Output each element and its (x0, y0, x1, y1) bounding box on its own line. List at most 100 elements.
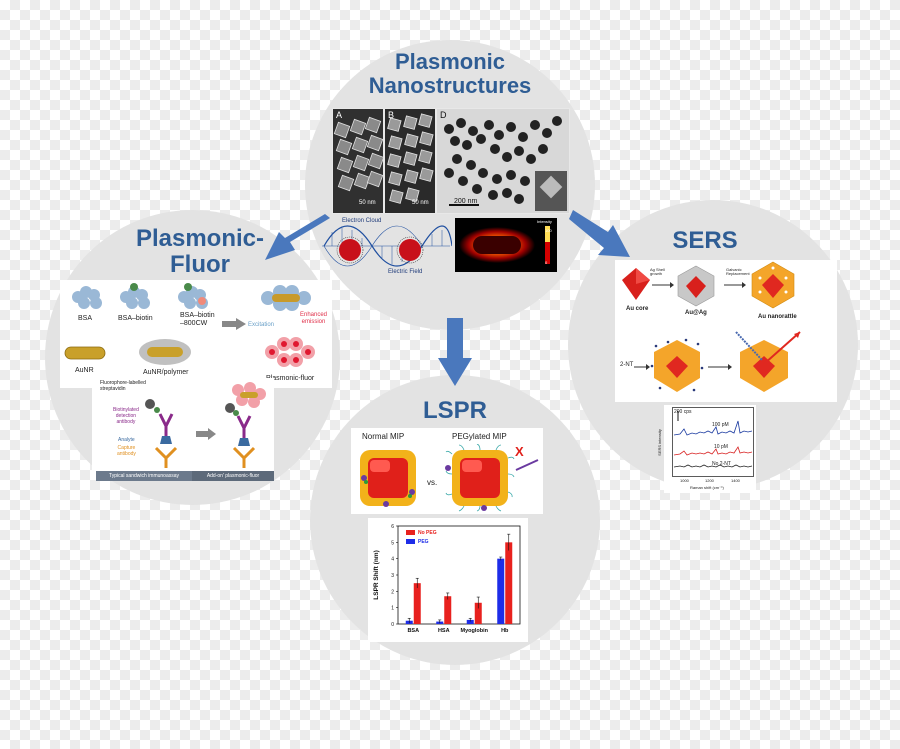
tem-label-d: D (440, 110, 447, 120)
rattle-with-laser-icon (735, 331, 801, 392)
electron-cloud-label: Electron Cloud (342, 218, 382, 224)
label-2nt: 2-NT (620, 362, 634, 368)
bar-no-peg-hsa (444, 596, 452, 624)
sers-xtick-1400: 1400 (731, 478, 740, 483)
y-tick-label: 3 (391, 573, 394, 579)
bar-no-peg-myoglobin (474, 602, 482, 624)
field-intensity-map (455, 218, 557, 272)
plasmonic-fluor-top-icon (261, 285, 311, 311)
addon-immunoassay-icon (225, 382, 266, 468)
x-tick-label: HSA (438, 628, 450, 634)
tem-image-b (385, 109, 435, 213)
arrow-to-left (265, 214, 330, 260)
tem-scale-b: 50 nm (412, 200, 429, 206)
bsa-biotin-800cw-molecule-icon (178, 283, 208, 309)
x-tick-label: Myoglobin (461, 628, 489, 634)
label-bsa-biotin: BSA–biotin (118, 315, 153, 322)
x-tick-label: Hb (501, 628, 509, 634)
label-capture: Capture antibody (117, 445, 136, 457)
label-au-core: Au core (626, 306, 649, 312)
sers-xtick-1000: 1000 (680, 478, 689, 483)
y-tick-label: 4 (391, 557, 394, 563)
arrow-shell-to-rattle-icon (724, 282, 746, 288)
label-galvanic: Galvanic Replacement (726, 267, 750, 277)
sers-spectrum-plot (672, 407, 754, 477)
intensity-min: 0 (545, 260, 548, 265)
title-left-line2: Fluor (170, 251, 230, 279)
y-tick-label: 2 (391, 589, 394, 595)
legend-swatch-peg (406, 539, 415, 544)
label-bsa-biotin-800cw: BSA–biotin –800CW (180, 312, 215, 327)
tem-image-d (437, 109, 569, 213)
au-core-icon (622, 268, 650, 300)
tem-scale-a: 50 nm (359, 200, 376, 206)
title-plasmonic-fluor: Plasmonic- Fluor (110, 225, 290, 279)
label-aunr: AuNR (75, 367, 94, 374)
rattle-with-2nt-icon (650, 338, 704, 392)
sers-xtick-1200: 1200 (705, 478, 714, 483)
bar-no-peg-bsa (413, 583, 421, 624)
tem-scale-d: 200 nm (454, 198, 478, 205)
au-nanorattle-icon (751, 261, 795, 309)
label-au-nanorattle: Au nanorattle (758, 314, 797, 320)
label-au-ag: Au@Ag (685, 310, 707, 316)
label-pegylated-mip: PEGylated MIP (452, 432, 507, 441)
y-tick-label: 5 (391, 540, 394, 546)
tem-label-a: A (336, 110, 343, 120)
excitation-arrow-icon (222, 318, 246, 330)
pegylated-mip-particle-icon (445, 444, 515, 512)
label-plasmonic-fluor: Plasmonic-fluor (266, 375, 315, 382)
sandwich-immunoassay-icon (145, 399, 178, 468)
label-enhanced-emission: Enhanced emission (300, 312, 328, 325)
bsa-biotin-molecule-icon (120, 283, 150, 309)
bsa-molecule-icon (72, 286, 102, 309)
bar-peg-myoglobin (466, 619, 474, 624)
label-fluorophore: Fluorophore-labelled streptavidin (100, 380, 146, 392)
electron-cloud-illustration (322, 225, 452, 267)
arrow-to-bottom (438, 318, 472, 386)
label-typical-sandwich: Typical sandwich immunoassay (96, 471, 192, 481)
arrow-to-right (569, 210, 630, 257)
title-lspr: LSPR (422, 397, 487, 424)
label-normal-mip: Normal MIP (362, 432, 405, 441)
arrow-gray-icon (196, 428, 216, 440)
normal-mip-particle-icon (360, 450, 416, 507)
y-axis-label: LSPR Shift (nm) (373, 550, 380, 599)
label-biotinylated: Biotinylated detection antibody (113, 407, 139, 425)
label-ag-shell: Ag Shell growth (650, 267, 665, 277)
rejected-protein-icon (515, 459, 539, 471)
sers-panel (615, 260, 837, 402)
label-analyte: Analyte (118, 437, 135, 443)
x-tick-label: BSA (407, 628, 419, 634)
label-excitation: Excitation (248, 322, 275, 328)
label-bsa: BSA (78, 315, 93, 322)
label-aunr-polymer: AuNR/polymer (143, 369, 189, 376)
plasmonic-fluor-emission-icon (265, 337, 315, 367)
label-100pm: 100 pM (712, 422, 729, 428)
aunr-polymer-icon (139, 339, 191, 365)
aunr-icon (64, 346, 106, 360)
y-tick-label: 6 (391, 524, 394, 530)
tem-label-b: B (388, 110, 395, 120)
legend-label: No PEG (418, 530, 437, 536)
intensity-label: Intensity (537, 219, 552, 224)
arrow-rattle-to-laser-icon (708, 364, 732, 370)
bar-peg-hb (497, 558, 505, 624)
electric-field-label: Electric Field (388, 269, 423, 275)
title-plasmonic-nanostructures: Plasmonic Nanostructures (368, 49, 532, 99)
title-sers: SERS (672, 227, 738, 254)
label-200cps: 200 cps (674, 409, 692, 415)
arrow-2nt-icon (634, 364, 650, 370)
intensity-max: 100 (545, 228, 552, 233)
legend-swatch-no-peg (406, 530, 415, 535)
y-tick-label: 0 (391, 622, 394, 628)
tem-image-a (333, 109, 383, 213)
title-left-line1: Plasmonic- (135, 225, 265, 252)
label-vs: vs. (427, 478, 438, 487)
label-no2nt: No 2-NT (712, 461, 731, 467)
au-ag-icon (677, 265, 715, 307)
sers-xlabel: Raman shift (cm⁻¹) (690, 485, 724, 490)
bar-no-peg-hb (505, 542, 513, 624)
sers-ylabel: SERS intensity (656, 429, 662, 456)
y-tick-label: 1 (391, 606, 394, 612)
